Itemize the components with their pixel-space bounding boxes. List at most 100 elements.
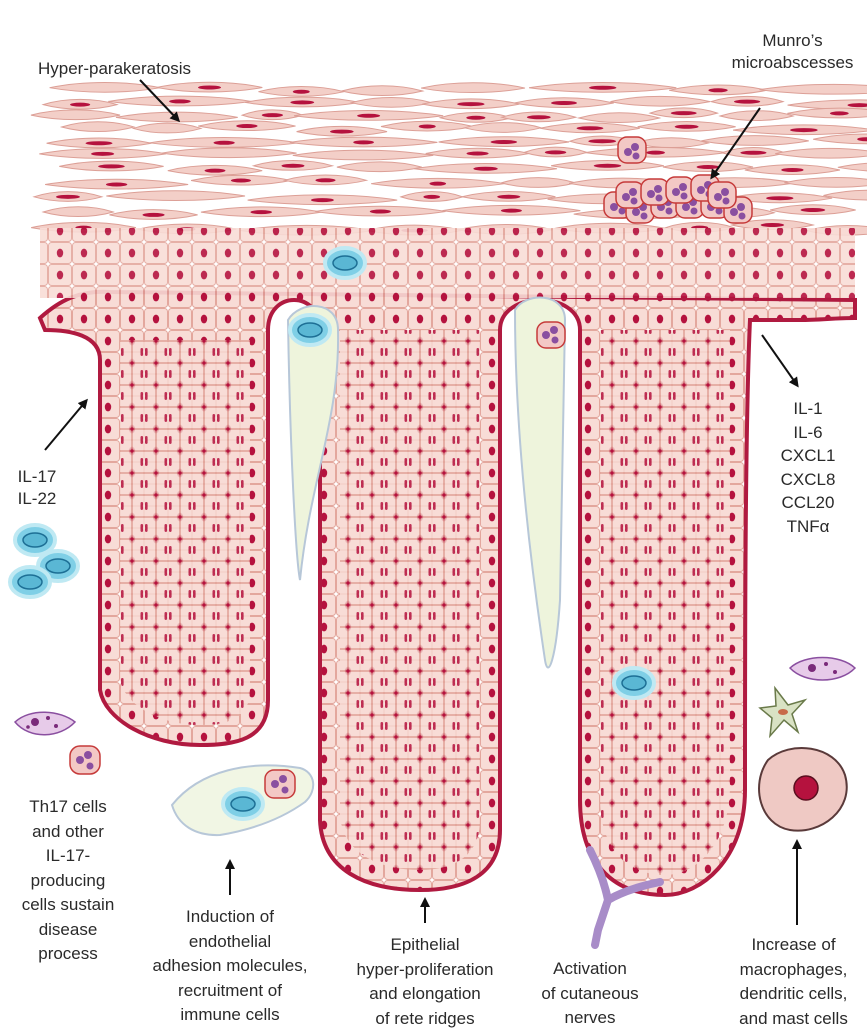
neutrophil-nucleus [631,143,639,151]
keratinocyte-flat [579,113,660,123]
keratinocyte-flat [784,178,867,188]
parakeratotic-nucleus [830,111,849,115]
parakeratotic-nucleus [213,141,234,145]
parakeratotic-nucleus [545,150,566,154]
parakeratotic-nucleus [70,103,90,107]
parakeratotic-nucleus [98,164,125,168]
neutrophil-nucleus [656,195,663,202]
parakeratotic-nucleus [353,140,374,144]
parakeratotic-nucleus [646,151,665,155]
parakeratotic-nucleus [497,195,520,199]
neutrophil-nucleus [714,193,722,201]
lymphocyte-icon [325,248,365,278]
parakeratotic-nucleus [588,139,616,143]
neutrophil-icon [70,746,100,774]
parakeratotic-nucleus [551,101,577,105]
parakeratotic-nucleus [501,209,522,213]
keratinocyte-flat [116,112,238,122]
parakeratotic-nucleus [740,151,766,155]
parakeratotic-nucleus [419,124,436,128]
parakeratotic-nucleus [236,124,257,128]
arrow-cytokines [762,335,797,385]
keratinocyte-flat [775,148,867,158]
parakeratotic-nucleus [761,223,784,227]
arrow-il17 [45,401,86,450]
keratinocyte-flat [342,86,423,96]
parakeratotic-nucleus [281,164,304,168]
parakeratotic-nucleus [169,99,191,103]
neutrophil-nucleus [730,208,738,216]
label-nerves: Activation of cutaneous nerves [530,957,650,1031]
keratinocyte-flat [787,108,867,118]
parakeratotic-nucleus [781,168,803,172]
neutrophil-nucleus [624,148,632,156]
neutrophil-nucleus [632,208,640,216]
parakeratotic-nucleus [527,115,551,119]
label-munro: Munro’s microabscesses [720,30,865,74]
parakeratotic-nucleus [466,116,485,120]
neutrophil-icon [265,770,295,798]
neutrophil-icon [708,182,736,208]
keratinocyte-flat [501,178,575,188]
parakeratotic-nucleus [594,164,622,168]
keratinocyte-flat [106,191,245,201]
keratinocyte-flat [43,207,113,217]
parakeratotic-nucleus [491,140,518,144]
keratinocyte-flat [133,123,201,133]
capillary-right [515,298,565,668]
parakeratotic-nucleus [801,208,826,212]
label-il17-il22: IL-17 IL-22 [12,466,62,510]
parakeratotic-nucleus [697,165,720,169]
keratinocyte-flat [293,150,433,160]
keratinocyte-flat [701,136,808,146]
lymphocyte-icon [223,789,263,819]
neutrophil-nucleus [629,188,637,196]
parakeratotic-nucleus [290,100,314,104]
parakeratotic-nucleus [370,210,391,214]
parakeratotic-nucleus [262,113,283,117]
neutrophil-icon [618,137,646,163]
neutrophil-nucleus [697,186,705,194]
neutrophil-nucleus [737,203,745,211]
neutrophil-nucleus [666,208,673,215]
lymphocyte-cluster [10,525,78,597]
dendritic-cell-icon [760,688,805,736]
parakeratotic-nucleus [106,183,127,187]
neutrophil-nucleus [723,198,730,205]
parakeratotic-nucleus [293,90,310,94]
neutrophil-nucleus [647,190,655,198]
keratinocyte-flat [610,96,710,106]
parakeratotic-nucleus [231,179,251,183]
neutrophil-nucleus [631,198,638,205]
label-th17: Th17 cells and other IL-17- producing ce… [8,795,128,967]
lymphocyte-icon [614,668,654,698]
mast-cell-icon [790,658,855,681]
parakeratotic-nucleus [473,167,497,171]
parakeratotic-nucleus [708,88,727,92]
parakeratotic-nucleus [466,152,488,156]
neutrophil-icon [666,177,694,203]
parakeratotic-nucleus [766,196,793,200]
neutrophil-nucleus [681,193,688,200]
keratinocyte-flat [759,84,867,94]
label-macrophages: Increase of macrophages, dendritic cells… [720,933,867,1031]
parakeratotic-nucleus [311,198,334,202]
parakeratotic-nucleus [589,86,616,90]
parakeratotic-nucleus [671,111,697,115]
keratinocyte-flat [337,162,422,172]
keratinocyte-flat [838,162,867,172]
neutrophil-nucleus [672,188,680,196]
neutrophil-nucleus [679,183,687,191]
lymphocyte-icon [290,315,330,345]
granular-layer [40,228,855,298]
label-epithelial: Epithelial hyper-proliferation and elong… [335,933,515,1031]
neutrophil-nucleus [682,203,690,211]
neutrophil-nucleus [691,208,698,215]
label-endothelial: Induction of endothelial adhesion molecu… [135,905,325,1028]
neutrophil-icon [537,322,565,348]
parakeratotic-nucleus [675,125,699,129]
parakeratotic-nucleus [315,178,335,182]
keratinocyte-flat [421,83,525,93]
parakeratotic-nucleus [205,169,226,173]
